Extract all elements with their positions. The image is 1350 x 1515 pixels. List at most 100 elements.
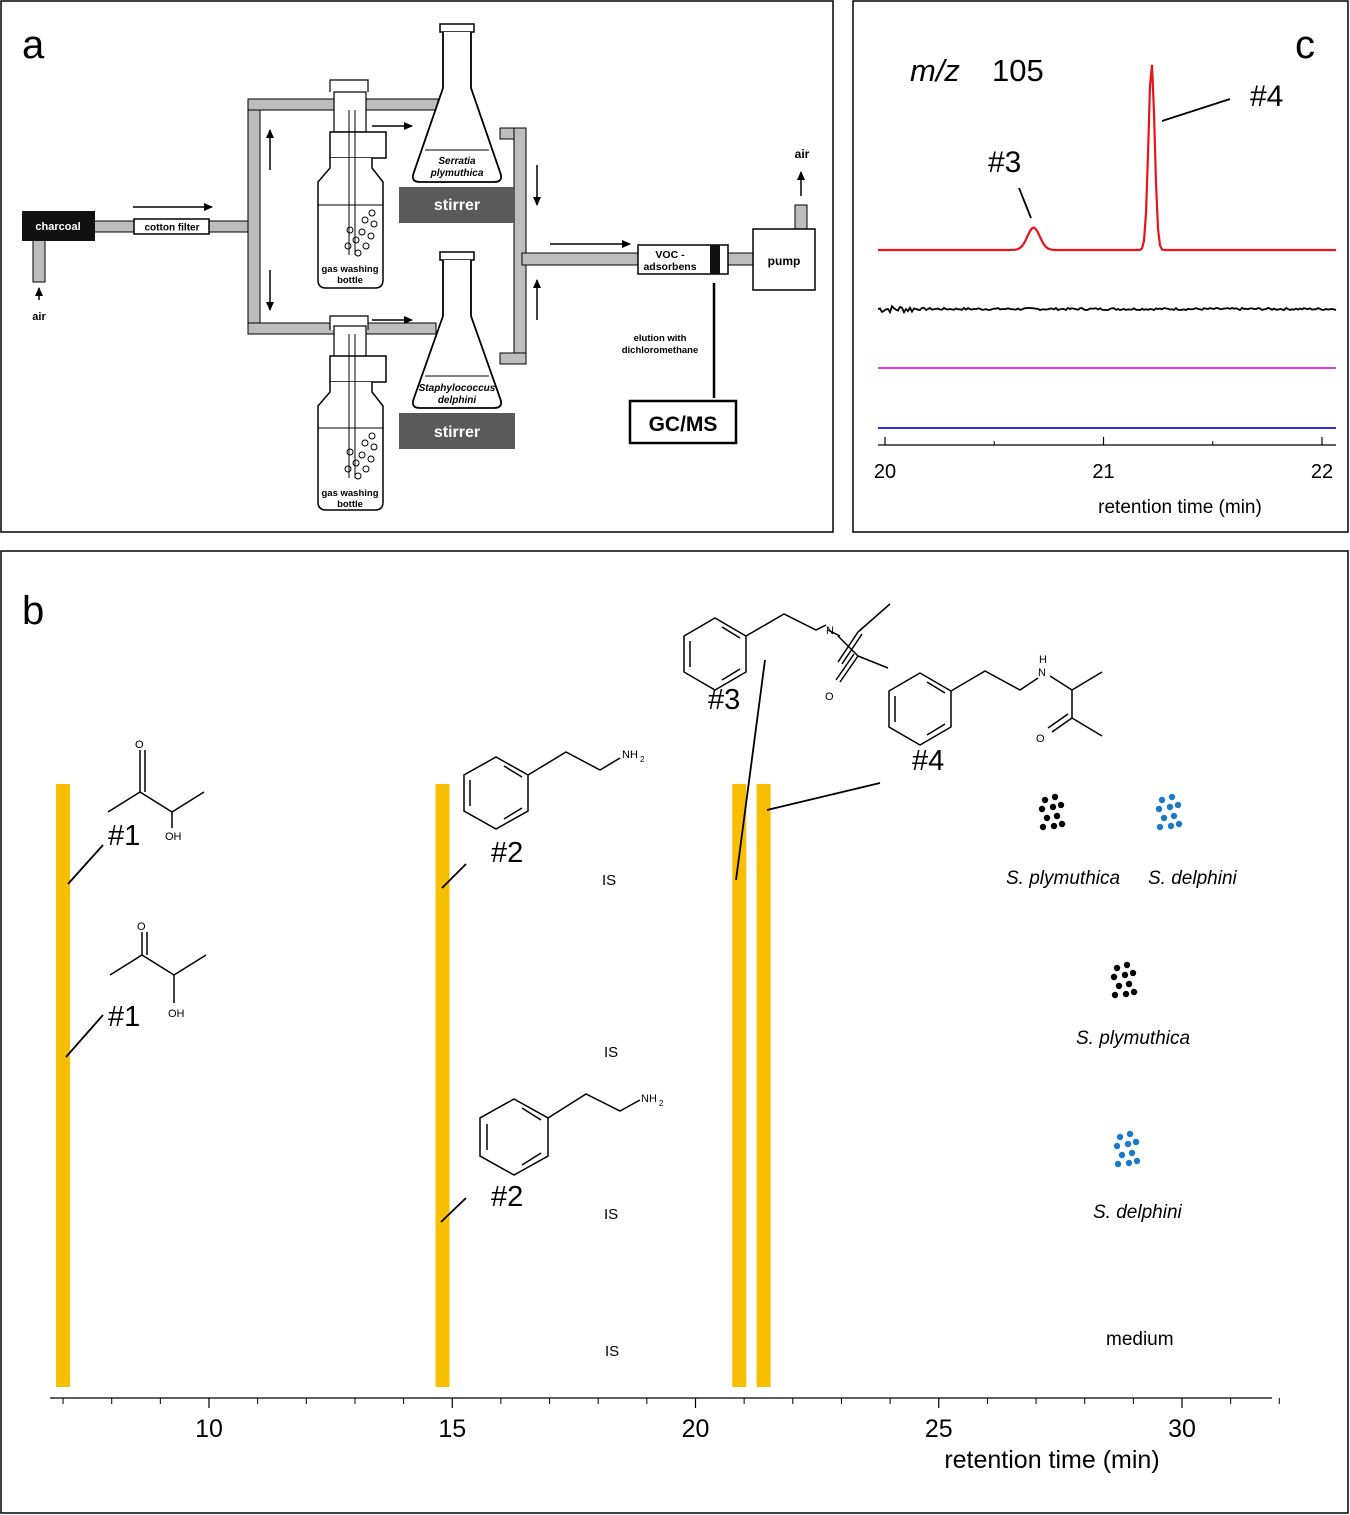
bacteria-dot (1174, 801, 1182, 809)
bacteria-dot (1038, 805, 1046, 813)
bacteria-dot (1057, 801, 1065, 809)
panel-c-peak3-label: #3 (988, 146, 1021, 179)
gas-washing-bottle-bottom: gas washing bottle (317, 315, 387, 511)
bacteria-dot (1058, 820, 1066, 828)
bacteria-dot (1113, 1142, 1121, 1150)
panel-b-tick-label: 30 (1168, 1415, 1196, 1443)
bacteria-dot (1132, 1138, 1140, 1146)
bottle-1-line-2: bottle (337, 275, 363, 286)
bacteria-dot (1156, 823, 1164, 831)
structure-acetoin-mid (109, 932, 207, 1003)
voc-line-2: adsorbens (643, 261, 696, 273)
bacteria-dot (1128, 1149, 1136, 1157)
b-peak1-pointer-top (67, 844, 104, 885)
panel-c-traces (877, 64, 1337, 429)
elution-line-2: dichloromethane (622, 345, 699, 356)
acetoin-top-o: O (135, 739, 144, 751)
b-peak2-pointer-delphini (440, 1197, 467, 1223)
mz-value: 105 (992, 53, 1044, 88)
flask-bottom-line-2: delphini (438, 395, 477, 406)
bottle-1-line-1: gas washing (321, 264, 378, 275)
panel-b-tick-label: 25 (925, 1415, 953, 1443)
bacteria-dot (1110, 973, 1118, 981)
bacteria-dot (1168, 793, 1176, 801)
bacteria-dot (1049, 803, 1057, 811)
panel-b-tick-label: 10 (195, 1415, 223, 1443)
b-peak1-label-mid: #1 (108, 1001, 140, 1033)
is-label-medium: IS (605, 1343, 619, 1360)
pea-delphini-nh: NH (641, 1093, 657, 1105)
charcoal-label: charcoal (35, 221, 80, 233)
dots-plymuthica (1110, 961, 1138, 999)
bacteria-dot (1125, 980, 1133, 988)
panel-a: a charcoal air cotton filter (0, 0, 834, 533)
panel-b-tick-label: 15 (438, 1415, 466, 1443)
bacteria-dot (1170, 812, 1178, 820)
flask-serratia: Serratia plymuthica (411, 23, 503, 183)
bottle-2-line-2: bottle (337, 499, 363, 510)
imine-o: O (825, 691, 834, 703)
bacteria-dot (1124, 1140, 1132, 1148)
bacteria-dot (1158, 796, 1166, 804)
bacteria-dot-clusters (1038, 793, 1183, 1168)
panel-b-highlights (56, 784, 771, 1387)
panel-c-tick-label: 20 (874, 461, 896, 483)
bacteria-dot (1175, 820, 1183, 828)
highlight-band (435, 784, 450, 1387)
is-label-plymuthica: IS (604, 1044, 618, 1061)
panel-c-tick-label: 22 (1311, 461, 1333, 483)
panel-b-letter: b (22, 589, 44, 633)
b-peak2-label-delphini: #2 (491, 1181, 523, 1213)
acetoin-top-oh: OH (165, 831, 182, 843)
panel-b-tick-label: 20 (682, 1415, 710, 1443)
bacteria-dot (1051, 793, 1059, 801)
voc-line-1: VOC - (655, 249, 685, 261)
imine-n: N (826, 625, 834, 637)
bacteria-dot (1115, 982, 1123, 990)
b-peak1-label-top: #1 (108, 820, 140, 852)
label-delphini: S. delphini (1093, 1202, 1183, 1223)
amine-o: O (1036, 733, 1045, 745)
bacteria-dot (1050, 822, 1058, 830)
panel-c-xlabel: retention time (min) (1098, 497, 1262, 518)
label-coculture-delphini: S. delphini (1148, 868, 1238, 889)
bacteria-dot (1041, 796, 1049, 804)
structure-phenylethylamine-delphini (479, 1093, 641, 1176)
stirrer-top-box (399, 187, 515, 223)
panel-b-ticks: 10 15 20 25 30 (62, 1398, 1280, 1443)
stirrer-bottom-box (399, 413, 515, 449)
gcms-box (628, 399, 738, 445)
bacteria-dot (1116, 1133, 1124, 1141)
stirrer-bottom-label: stirrer (434, 424, 480, 441)
flask-staphylococcus: Staphylococcus delphini (411, 251, 503, 409)
bacteria-dot (1125, 1159, 1133, 1167)
panel-c-letter: c (1295, 23, 1315, 67)
bacteria-dot (1133, 1157, 1141, 1165)
structure-phenylethylamine-top (463, 751, 621, 830)
dots-delphini (1113, 1130, 1141, 1168)
b-peak4-label: #4 (912, 745, 944, 777)
amine-n: N (1038, 667, 1046, 679)
b-peak2-pointer-top (441, 863, 467, 889)
panel-c-peak4-label: #4 (1250, 80, 1283, 113)
charcoal-box (22, 211, 95, 241)
dots-delphini-coculture (1155, 793, 1183, 831)
b-peak3-pointer (735, 659, 766, 881)
pump-label: pump (768, 254, 801, 268)
air-out-label: air (795, 147, 810, 161)
structure-acetoin-top (107, 750, 205, 828)
tubing (32, 98, 808, 365)
structure-amine (888, 670, 1103, 746)
bacteria-dot (1113, 964, 1121, 972)
highlight-band (756, 784, 771, 1387)
bacteria-dot (1166, 803, 1174, 811)
pea-top-nh-sub: 2 (640, 755, 645, 764)
panel-c-trace-2 (877, 304, 1337, 315)
pea-delphini-nh-sub: 2 (659, 1099, 664, 1108)
panel-c-peak4-pointer (1161, 98, 1231, 122)
flask-top-line-1: Serratia (438, 156, 476, 167)
